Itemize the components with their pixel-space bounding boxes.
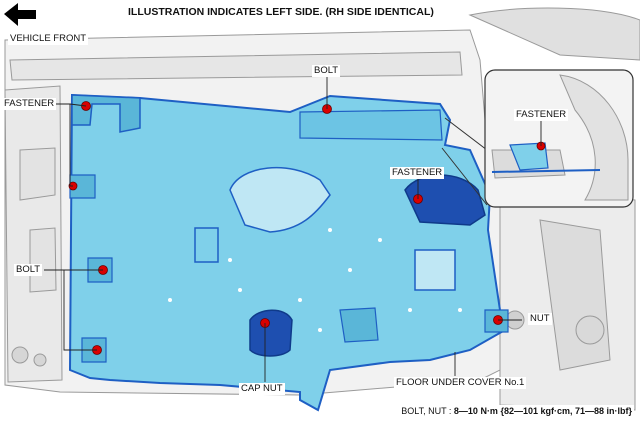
vehicle-front-label: VEHICLE FRONT — [8, 33, 89, 45]
nut-label: NUT — [528, 313, 552, 325]
fastener-label-top-left: FASTENER — [2, 98, 57, 110]
inset-detail — [441, 69, 634, 208]
floor-under-cover-label: FLOOR UNDER COVER No.1 — [394, 377, 527, 389]
leader-lines — [44, 76, 542, 382]
torque-spec-value: 8—10 N·m {82—101 kgf·cm, 71—88 in·lbf} — [453, 406, 632, 416]
bolt-label-top: BOLT — [312, 65, 341, 77]
bolt-label-left: BOLT — [14, 264, 43, 276]
arrow-left-icon — [4, 3, 36, 26]
torque-spec-prefix: BOLT, NUT : — [401, 406, 454, 416]
page-title: ILLUSTRATION INDICATES LEFT SIDE. (RH SI… — [128, 6, 434, 18]
fastener-label-middle: FASTENER — [390, 167, 445, 179]
cap-nut-label: CAP NUT — [239, 383, 285, 395]
fastener-label-inset: FASTENER — [514, 109, 569, 121]
torque-spec: BOLT, NUT : 8—10 N·m {82—101 kgf·cm, 71—… — [399, 405, 634, 417]
